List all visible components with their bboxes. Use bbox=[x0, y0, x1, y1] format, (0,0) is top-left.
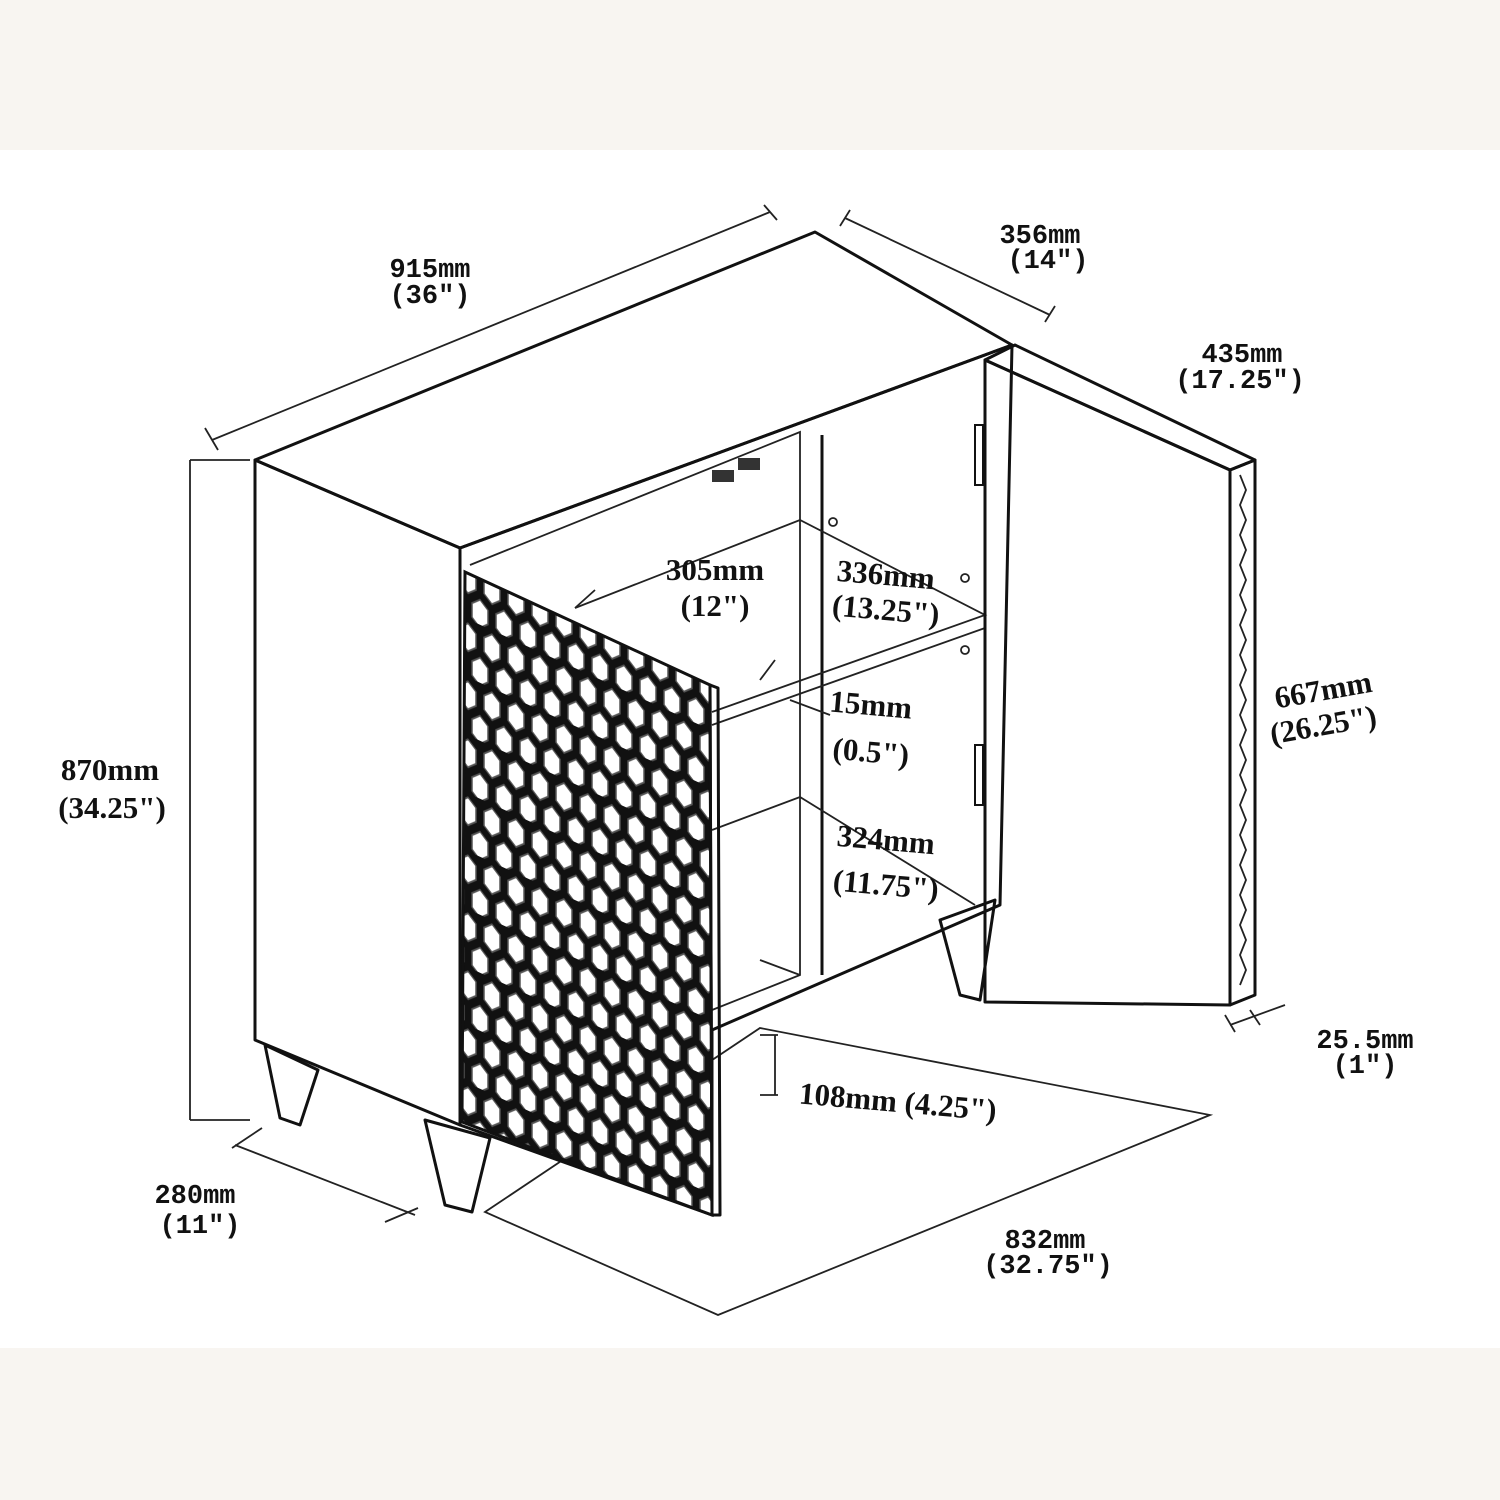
depth-in-label: (14") bbox=[1007, 247, 1088, 277]
leg bbox=[423, 1118, 492, 1214]
depth-mm-label: 356mm bbox=[999, 222, 1080, 252]
top-panel bbox=[253, 230, 1014, 550]
left-door-edge bbox=[708, 683, 722, 1217]
hinge bbox=[974, 744, 984, 806]
shelf-peg-hole bbox=[828, 517, 838, 527]
leg bbox=[263, 1043, 320, 1127]
leg bbox=[938, 898, 997, 1002]
magnet-catch bbox=[712, 470, 734, 482]
right-door-edge bbox=[1228, 458, 1257, 1007]
magnet-catch bbox=[738, 458, 760, 470]
lower-height-in-label: (11.75") bbox=[832, 862, 941, 906]
upper-shelf bbox=[574, 519, 988, 713]
shelf-thickness-in-label: (0.5") bbox=[831, 731, 910, 773]
right-door-inner bbox=[983, 358, 1232, 1007]
right-door-relief bbox=[1239, 474, 1247, 986]
shelf-peg-hole bbox=[960, 573, 970, 583]
width-in-label: (36") bbox=[389, 282, 470, 312]
side-panel bbox=[253, 458, 462, 1127]
leg-height-label: 108mm (4.25") bbox=[798, 1075, 998, 1127]
height-in-label: (34.25") bbox=[58, 790, 166, 825]
bottom-band bbox=[0, 1348, 1500, 1500]
dimension-lines bbox=[189, 204, 1286, 1223]
leg-width-mm-label: 832mm bbox=[1004, 1227, 1085, 1257]
door-thickness-mm-label: 25.5mm bbox=[1316, 1027, 1413, 1057]
leg-depth-in-label: (11") bbox=[159, 1212, 240, 1242]
lower-shelf bbox=[711, 796, 976, 906]
door-thickness-in-label: (1") bbox=[1333, 1052, 1398, 1082]
door-width-mm-label: 435mm bbox=[1201, 341, 1282, 371]
shelf-peg-hole bbox=[960, 645, 970, 655]
top-band bbox=[0, 0, 1500, 150]
leg-width-in-label: (32.75") bbox=[983, 1252, 1113, 1282]
shelf-depth-in-label: (12") bbox=[681, 588, 750, 623]
shelf-depth-mm-label: 305mm bbox=[666, 552, 764, 587]
door-width-in-label: (17.25") bbox=[1175, 367, 1305, 397]
lower-height-mm-label: 324mm bbox=[835, 818, 936, 861]
height-mm-label: 870mm bbox=[61, 752, 159, 787]
shelf-thickness-mm-label: 15mm bbox=[828, 684, 914, 726]
leg-depth-mm-label: 280mm bbox=[154, 1182, 235, 1212]
width-mm-label: 915mm bbox=[389, 256, 470, 286]
hinge bbox=[974, 424, 984, 486]
upper-height-mm-label: 336mm bbox=[835, 553, 936, 596]
upper-shelf-edge bbox=[711, 627, 986, 726]
left-door-honeycomb bbox=[460, 569, 714, 1218]
